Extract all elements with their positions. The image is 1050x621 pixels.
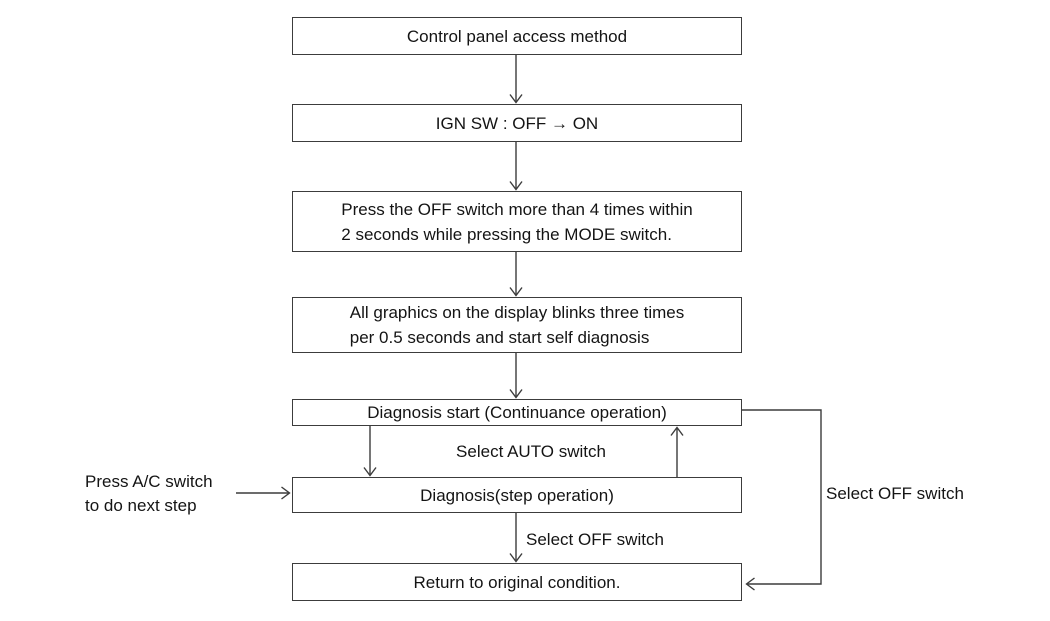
node-label: Press the OFF switch more than 4 times w… bbox=[341, 199, 693, 219]
edge-label-select-auto: Select AUTO switch bbox=[456, 442, 606, 461]
node-label: Diagnosis(step operation) bbox=[420, 485, 614, 505]
edge-label-select-off-step: Select OFF switch bbox=[526, 530, 664, 549]
flow-node-return-original: Return to original condition. bbox=[292, 563, 742, 601]
flow-node-ign-sw: IGN SW : OFF → ON bbox=[292, 104, 742, 142]
flow-node-press-off-switch: Press the OFF switch more than 4 times w… bbox=[292, 191, 742, 252]
node-label: All graphics on the display blinks three… bbox=[349, 303, 685, 322]
flow-node-control-panel-access: Control panel access method bbox=[292, 17, 742, 55]
edge-label-select-off-loop: Select OFF switch bbox=[826, 484, 964, 503]
node-label: per 0.5 seconds and start self diagnosis bbox=[349, 328, 650, 347]
flow-node-display-blinks: All graphics on the display blinks three… bbox=[292, 297, 742, 353]
flow-node-diagnosis-step: Diagnosis(step operation) bbox=[292, 477, 742, 513]
annotation-press-ac: Press A/C switch to do next step bbox=[85, 470, 213, 518]
node-label: IGN SW : OFF → ON bbox=[435, 113, 599, 133]
node-label: Control panel access method bbox=[406, 26, 628, 46]
flow-node-diagnosis-start: Diagnosis start (Continuance operation) bbox=[292, 399, 742, 426]
node-label: 2 seconds while pressing the MODE switch… bbox=[341, 224, 672, 244]
node-label: Return to original condition. bbox=[413, 572, 621, 592]
arrow-loop-node5-to-node7 bbox=[742, 409, 822, 584]
annotation-line: to do next step bbox=[85, 496, 197, 515]
node-label: Diagnosis start (Continuance operation) bbox=[367, 403, 667, 422]
annotation-line: Press A/C switch bbox=[85, 472, 213, 491]
